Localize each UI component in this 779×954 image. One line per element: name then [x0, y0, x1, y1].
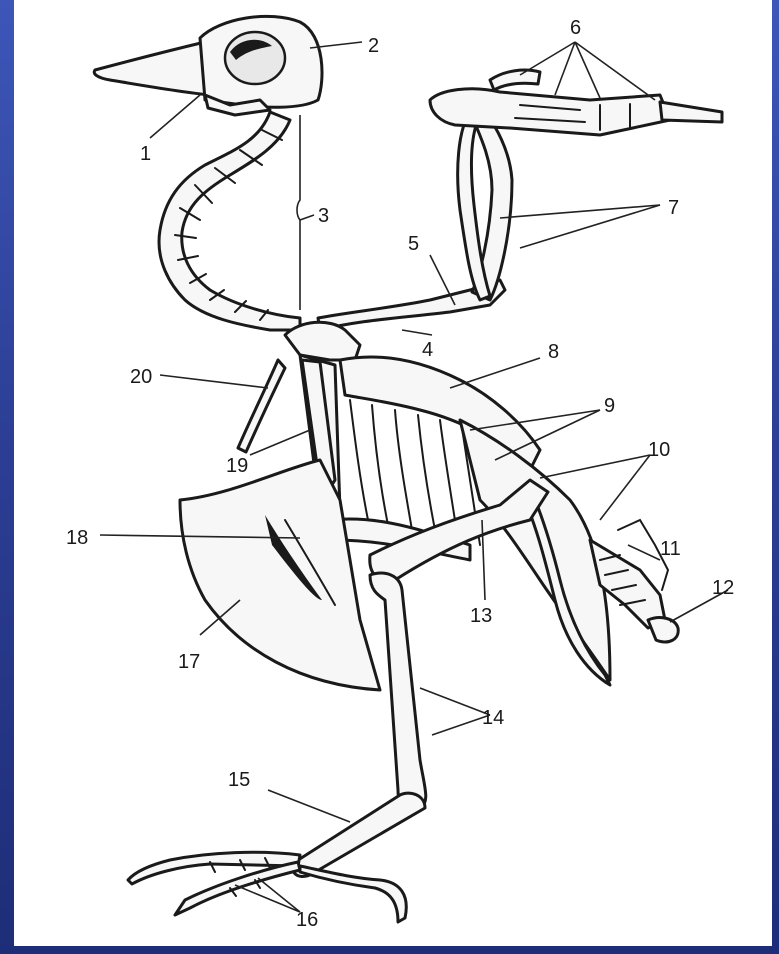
diagram-panel: 1 2 3 4 5 6 7 8 9 10 11 12 13 14 15 16 1… [14, 0, 772, 946]
label-18: 18 [66, 527, 88, 549]
label-15: 15 [228, 769, 250, 791]
label-6: 6 [570, 17, 581, 39]
label-3: 3 [318, 205, 329, 227]
label-11: 11 [660, 538, 681, 560]
sternum-keel [180, 460, 380, 690]
label-1: 1 [140, 143, 151, 165]
label-12: 12 [712, 577, 734, 599]
bird-skeleton-diagram: 1 2 3 4 5 6 7 8 9 10 11 12 13 14 15 16 1… [14, 0, 772, 946]
label-8: 8 [548, 341, 559, 363]
foot [128, 852, 406, 922]
label-7: 7 [668, 197, 679, 219]
label-4: 4 [422, 339, 433, 361]
label-9: 9 [604, 395, 615, 417]
label-13: 13 [470, 605, 492, 627]
label-10: 10 [648, 439, 670, 461]
skull [94, 16, 322, 115]
label-16: 16 [296, 909, 318, 931]
label-14: 14 [482, 707, 504, 729]
cervical-vertebrae [159, 112, 300, 330]
label-2: 2 [368, 35, 379, 57]
wing [318, 70, 722, 330]
label-19: 19 [226, 455, 248, 477]
label-20: 20 [130, 366, 152, 388]
label-5: 5 [408, 233, 419, 255]
label-17: 17 [178, 651, 200, 673]
